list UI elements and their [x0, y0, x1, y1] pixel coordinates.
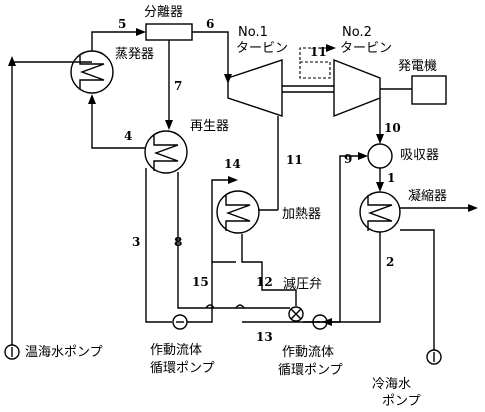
condenser-label: 凝縮器 — [408, 189, 448, 204]
turbine-no1-symbol — [227, 59, 283, 117]
stream-label-13: 13 — [256, 330, 273, 344]
heater-symbol — [216, 190, 260, 234]
turbine-no1-label-1: No.1 — [238, 25, 268, 40]
cold-pump-symbol — [426, 349, 442, 365]
stream-label-10: 10 — [384, 121, 401, 135]
stream-6-line — [192, 31, 232, 84]
evaporator-label: 蒸発器 — [115, 47, 155, 62]
cold-pump-label-1: 冷海水 — [372, 377, 412, 392]
pressure-valve-label: 減圧弁 — [283, 277, 323, 292]
stream-label-1: 1 — [387, 171, 396, 185]
generator-label: 発電機 — [398, 59, 438, 74]
stream-label-4: 4 — [124, 129, 133, 143]
cold-seawater-line — [400, 204, 478, 350]
stream-12-line — [235, 234, 297, 309]
warm-pump-label: 温海水ポンプ — [25, 345, 103, 360]
work-pump-1-label-2: 循環ポンプ — [150, 361, 215, 376]
stream-label-15: 15 — [192, 275, 209, 289]
stream-7-line — [165, 40, 173, 130]
stream-label-11-lower: 11 — [286, 153, 303, 167]
warm-pump-symbol — [4, 344, 20, 360]
stream-label-14: 14 — [224, 157, 241, 171]
work-pump-2-symbol — [312, 314, 328, 330]
warm-seawater-line — [8, 56, 92, 345]
stream-10-line — [376, 98, 384, 144]
stream-14-line — [211, 176, 238, 262]
pressure-valve-symbol — [288, 306, 304, 322]
stream-label-6: 6 — [206, 17, 215, 31]
heater-label: 加熱器 — [282, 207, 322, 222]
stream-label-7: 7 — [174, 79, 183, 93]
cold-pump-label-2: ポンプ — [382, 394, 421, 409]
stream-2-line — [322, 232, 381, 326]
turbine-no2-label-2: タービン — [340, 41, 393, 56]
stream-5-line — [91, 28, 146, 51]
stream-15-line — [187, 261, 236, 323]
work-pump-1-symbol — [172, 314, 188, 330]
turbine-shaft — [282, 85, 412, 93]
stream-label-8: 8 — [174, 235, 183, 249]
stream-3-line — [145, 168, 172, 323]
stream-11-upper-line — [299, 44, 336, 79]
turbine-no2-label-1: No.2 — [342, 25, 372, 40]
stream-1-line — [376, 168, 384, 192]
stream-label-9: 9 — [344, 152, 353, 166]
generator-symbol — [411, 75, 447, 105]
stream-label-11-upper: 11 — [310, 45, 327, 59]
evaporator-symbol — [70, 50, 114, 94]
regenerator-symbol — [144, 130, 188, 174]
stream-4-line — [88, 94, 145, 149]
work-pump-1-label-1: 作動流体 — [150, 343, 203, 358]
work-pump-2-label-1: 作動流体 — [282, 345, 335, 360]
work-pump-2-label-2: 循環ポンプ — [278, 363, 343, 378]
stream-11-lower-line — [258, 116, 279, 211]
turbine-no1-label-2: タービン — [236, 41, 289, 56]
stream-label-3: 3 — [132, 235, 141, 249]
stream-9-line — [339, 152, 368, 322]
stream-label-12: 12 — [256, 275, 273, 289]
turbine-no2-symbol — [333, 58, 381, 118]
stream-label-2: 2 — [386, 255, 395, 269]
separator-symbol — [145, 23, 193, 41]
condenser-symbol — [359, 191, 401, 233]
regenerator-label: 再生器 — [190, 119, 230, 134]
absorber-symbol — [367, 143, 393, 169]
stream-8-line — [177, 172, 290, 309]
absorber-label: 吸収器 — [400, 148, 440, 163]
separator-label: 分離器 — [144, 5, 184, 20]
stream-label-5: 5 — [118, 17, 127, 31]
